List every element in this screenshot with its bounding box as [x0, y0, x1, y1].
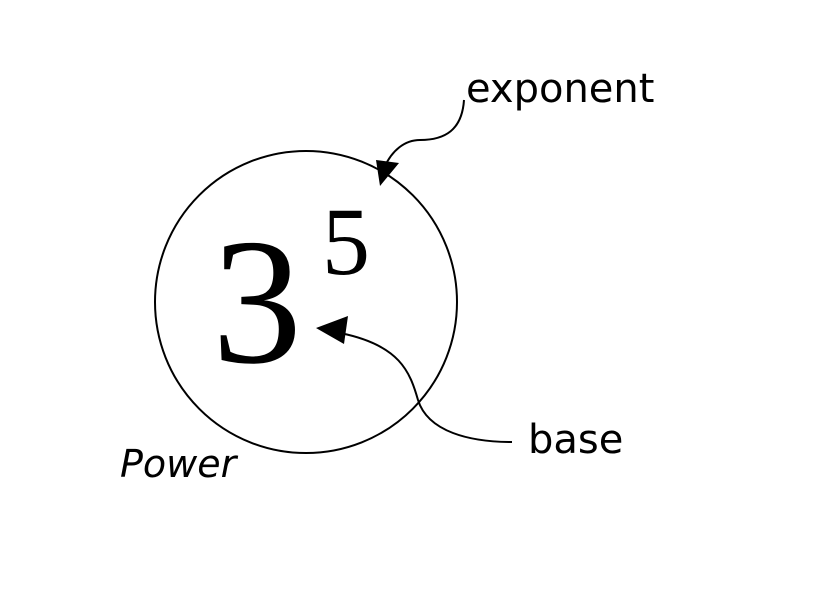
base-digit: 3	[212, 202, 302, 401]
power-label: Power	[120, 442, 239, 486]
exponent-arrow	[383, 99, 465, 169]
exponent-digit: 5	[322, 188, 370, 295]
exponent-label: exponent	[466, 66, 654, 112]
base-label: base	[528, 417, 623, 463]
exponent-arrowhead	[376, 160, 399, 186]
base-arrow	[339, 332, 513, 443]
base-arrowhead	[316, 316, 348, 344]
power-circle	[154, 150, 458, 454]
